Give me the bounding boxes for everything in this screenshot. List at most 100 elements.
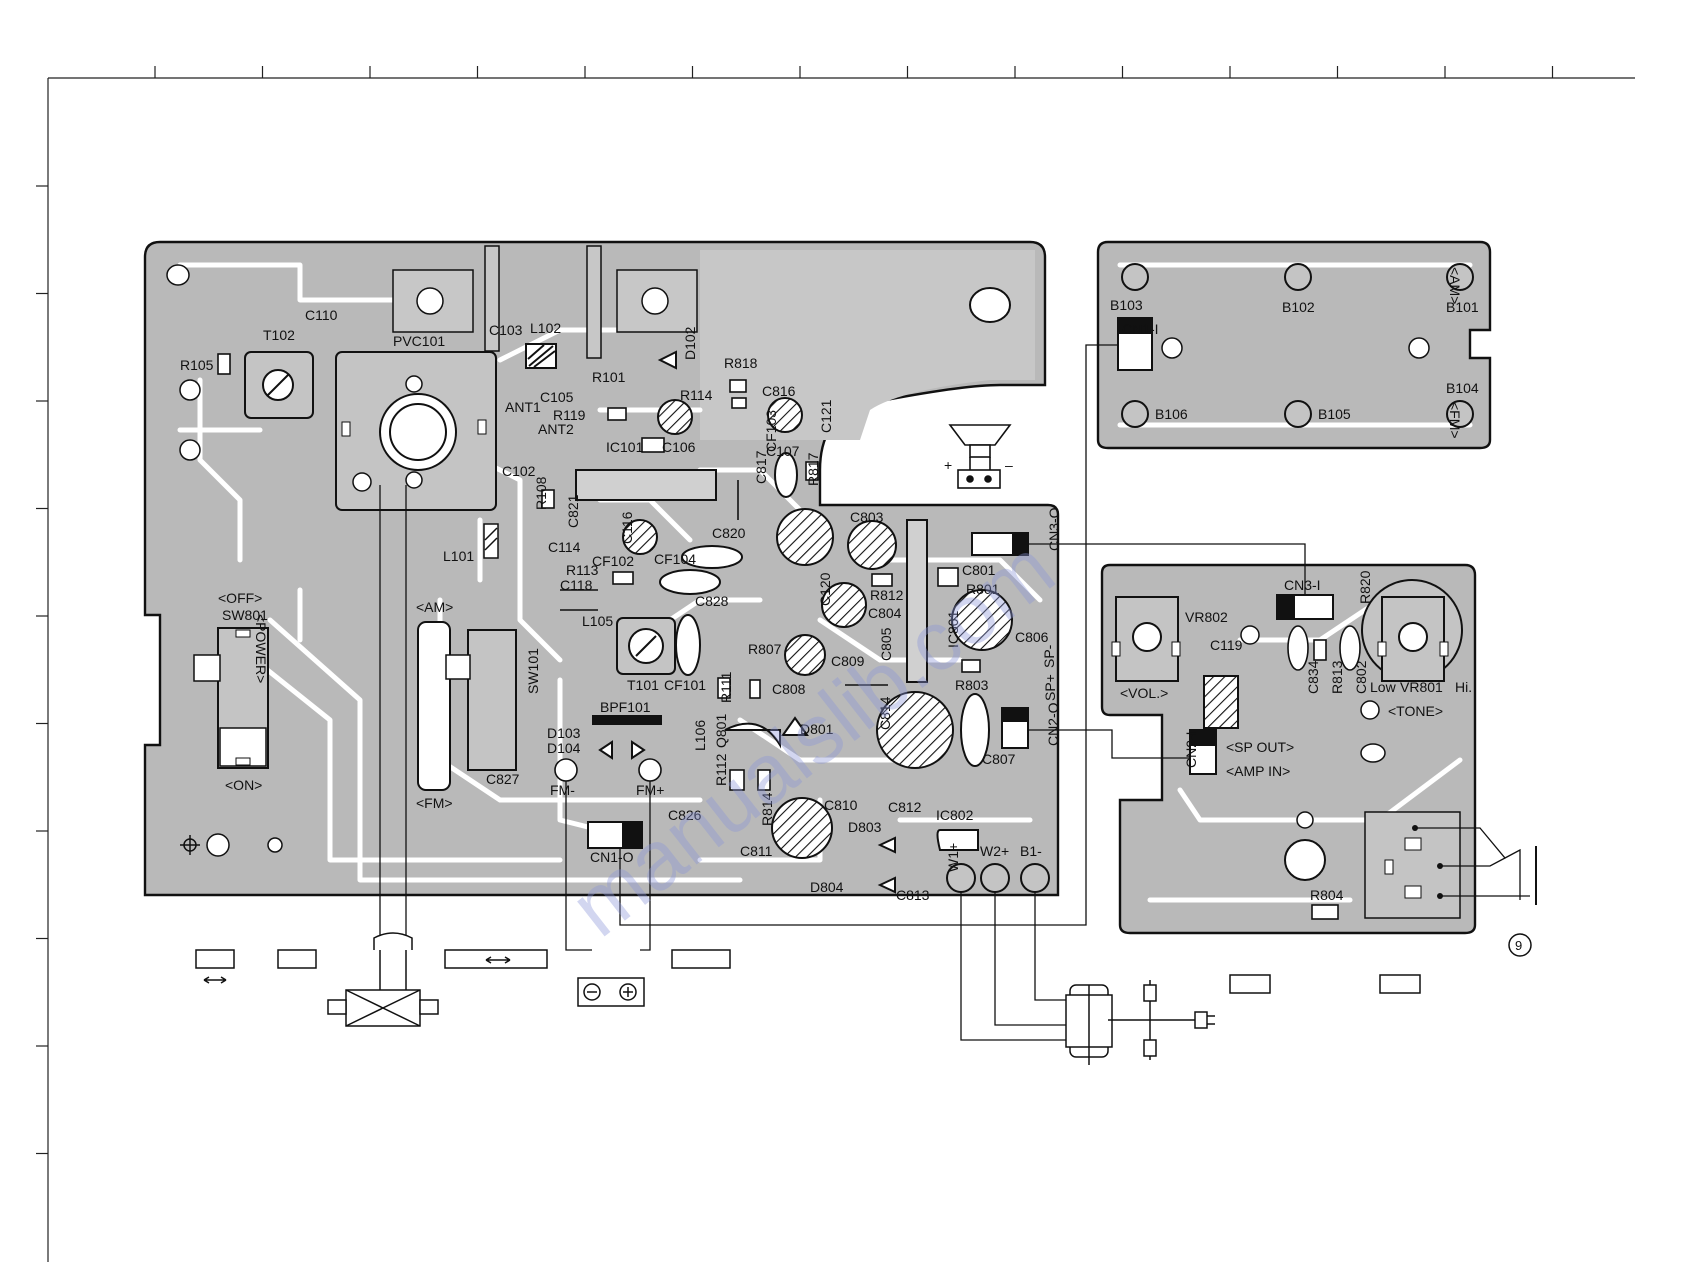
label-c801: C801 bbox=[962, 562, 996, 578]
label-c813: C813 bbox=[896, 887, 930, 903]
tuning-drive-icon bbox=[327, 932, 439, 1027]
label-c802: C802 bbox=[1353, 660, 1369, 694]
label-cn2-o: CN2-O bbox=[1045, 702, 1061, 746]
c119-capacitor bbox=[1203, 675, 1239, 729]
label-r817: R817 bbox=[805, 452, 821, 486]
fm-pads bbox=[554, 758, 662, 782]
slide-knob-boxes bbox=[195, 949, 1421, 994]
svg-text:9: 9 bbox=[1515, 938, 1522, 953]
label-tone: <TONE> bbox=[1388, 703, 1443, 719]
label-c814: C814 bbox=[877, 696, 893, 730]
label-c808: C808 bbox=[772, 681, 806, 697]
label-r801: R801 bbox=[966, 581, 1000, 597]
label-c812: C812 bbox=[888, 799, 922, 815]
power-pads bbox=[946, 863, 1050, 893]
label-d102: D102 bbox=[682, 326, 698, 360]
label-sp-minus: SP- bbox=[1041, 644, 1057, 668]
label-ant2: ANT2 bbox=[538, 421, 574, 437]
label-r812: R812 bbox=[870, 587, 904, 603]
label-cf103: CF103 bbox=[763, 410, 779, 452]
label-band-fm: <FM> bbox=[1447, 402, 1463, 439]
adjust-arrows bbox=[560, 480, 888, 686]
label-ic801: IC801 bbox=[945, 610, 961, 648]
label-r114: R114 bbox=[680, 387, 713, 403]
q801-transistor bbox=[724, 722, 781, 749]
cn3-i-connector bbox=[1276, 594, 1334, 620]
label-band-am: <AM> bbox=[1447, 267, 1463, 304]
ic802-regulator bbox=[936, 829, 979, 851]
t102-coil bbox=[244, 351, 314, 419]
ic101-chip bbox=[575, 469, 717, 501]
vr802-volume-pot bbox=[1111, 596, 1181, 682]
bpf101-filter bbox=[592, 715, 662, 725]
earphone-jack-icon bbox=[1364, 811, 1537, 919]
speaker-plus-label: + bbox=[944, 457, 952, 473]
label-w1-plus: W1+ bbox=[945, 843, 961, 872]
t101-coil bbox=[616, 617, 676, 675]
label-amp-in: <AMP IN> bbox=[1226, 763, 1290, 779]
label-b1-minus: B1- bbox=[1020, 843, 1042, 859]
small-components bbox=[217, 353, 1028, 791]
label-sw101: SW101 bbox=[525, 648, 541, 694]
interconnect-wires bbox=[379, 344, 1306, 1041]
label-on: <ON> bbox=[225, 777, 262, 793]
label-c114: C114 bbox=[548, 539, 581, 555]
label-cn1-i: CN1-I bbox=[1122, 321, 1159, 337]
label-r112: R112 bbox=[713, 753, 729, 786]
label-c806: C806 bbox=[1015, 629, 1049, 645]
sw801-power-switch bbox=[193, 627, 269, 769]
label-c820: C820 bbox=[712, 525, 746, 541]
label-ic101: IC101 bbox=[606, 439, 644, 455]
ruler-ticks bbox=[36, 66, 1554, 1155]
label-b104: B104 bbox=[1446, 380, 1479, 396]
label-cn1-o: CN1-O bbox=[590, 849, 634, 865]
main-pcb-labels: C110 T102 R105 PVC101 C103 L102 D102 R81… bbox=[180, 307, 1062, 903]
label-c817: C817 bbox=[753, 450, 769, 484]
label-t101: T101 bbox=[627, 677, 659, 693]
label-l106: L106 bbox=[692, 720, 708, 751]
label-c826: C826 bbox=[668, 807, 702, 823]
label-d803: D803 bbox=[848, 819, 882, 835]
label-power: <POWER> bbox=[253, 614, 269, 683]
label-r101: R101 bbox=[592, 369, 626, 385]
cn2-o-connector bbox=[1001, 707, 1029, 749]
label-r803: R803 bbox=[955, 677, 989, 693]
label-c816: C816 bbox=[762, 383, 796, 399]
cn1-o-connector bbox=[587, 821, 643, 849]
page-number-9-icon: 9 bbox=[1508, 933, 1532, 957]
label-low: Low bbox=[1370, 679, 1397, 695]
label-d104: D104 bbox=[547, 740, 581, 756]
label-c120: C120 bbox=[817, 572, 833, 606]
electrolytic-capacitors bbox=[622, 397, 1013, 859]
label-r113: R113 bbox=[566, 562, 599, 578]
page-frame bbox=[47, 77, 1635, 1262]
label-b101: B101 bbox=[1446, 299, 1479, 315]
label-c811: C811 bbox=[740, 843, 773, 859]
label-r111: R111 bbox=[718, 671, 734, 703]
audio-pcb-labels: CN3-I R820 VR802 C119 <VOL.> C834 R813 C… bbox=[1120, 570, 1472, 903]
label-c807: C807 bbox=[982, 751, 1016, 767]
label-t102: T102 bbox=[263, 327, 295, 343]
l101-coil bbox=[483, 523, 499, 559]
speaker-icon bbox=[948, 424, 1012, 489]
label-r818: R818 bbox=[724, 355, 758, 371]
label-b106: B106 bbox=[1155, 406, 1188, 422]
label-d804: D804 bbox=[810, 879, 844, 895]
speaker-minus-label: – bbox=[1005, 457, 1013, 473]
label-cn2-i: CN2-I bbox=[1183, 731, 1199, 768]
label-fm-minus: FM- bbox=[550, 782, 575, 798]
label-c821: C821 bbox=[565, 494, 581, 528]
transformer-icon bbox=[1065, 984, 1113, 1065]
label-w2-plus: W2+ bbox=[980, 843, 1009, 859]
vr801-tone-pot bbox=[1361, 579, 1463, 682]
ic801-chip bbox=[906, 519, 928, 683]
label-cf102: CF102 bbox=[592, 553, 634, 569]
label-c834: C834 bbox=[1305, 660, 1321, 694]
label-c810: C810 bbox=[824, 797, 858, 813]
label-c107: C107 bbox=[766, 443, 800, 459]
label-pvc101: PVC101 bbox=[393, 333, 445, 349]
label-sp-out: <SP OUT> bbox=[1226, 739, 1294, 755]
label-ant1: ANT1 bbox=[505, 399, 541, 415]
pvc101-variable-capacitor bbox=[335, 351, 497, 511]
label-ic802: IC802 bbox=[936, 807, 974, 823]
